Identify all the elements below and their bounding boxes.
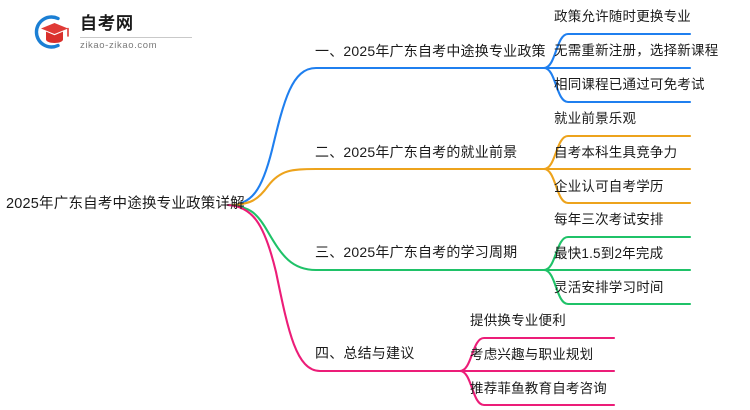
leaf-node-3-3[interactable]: 灵活安排学习时间 (554, 280, 664, 295)
logo-domain: zikao-zikao.com (80, 39, 158, 51)
branch-node-4-label[interactable]: 四、总结与建议 (315, 345, 415, 361)
leaf-node-3-1[interactable]: 每年三次考试安排 (554, 212, 664, 227)
leaf-node-2-2[interactable]: 自考本科生具竞争力 (554, 145, 678, 160)
branch-node-1-label[interactable]: 一、2025年广东自考中途换专业政策 (315, 43, 546, 59)
logo-title: 自考网 (80, 14, 134, 34)
leaf-node-4-3[interactable]: 推荐菲鱼教育自考咨询 (470, 381, 607, 396)
leaf-node-1-2[interactable]: 无需重新注册，选择新课程 (554, 43, 719, 58)
leaf-node-4-2[interactable]: 考虑兴趣与职业规划 (470, 347, 594, 362)
branch-connector-4 (226, 203, 616, 407)
leaf-node-2-3[interactable]: 企业认可自考学历 (554, 179, 664, 194)
branch-node-2-label[interactable]: 二、2025年广东自考的就业前景 (315, 144, 518, 160)
branch-node-3-label[interactable]: 三、2025年广东自考的学习周期 (315, 244, 518, 260)
leaf-node-4-1[interactable]: 提供换专业便利 (470, 313, 566, 328)
leaf-node-2-1[interactable]: 就业前景乐观 (554, 111, 637, 126)
site-logo: 自考网 zikao-zikao.com (28, 12, 192, 52)
root-node-label[interactable]: 2025年广东自考中途换专业政策详解 (6, 196, 245, 212)
logo-divider (80, 36, 192, 38)
leaf-node-1-3[interactable]: 相同课程已通过可免考试 (554, 77, 705, 92)
graduation-cap-icon (28, 12, 72, 52)
leaf-node-3-2[interactable]: 最快1.5到2年完成 (554, 246, 664, 261)
leaf-node-1-1[interactable]: 政策允许随时更换专业 (554, 9, 691, 24)
